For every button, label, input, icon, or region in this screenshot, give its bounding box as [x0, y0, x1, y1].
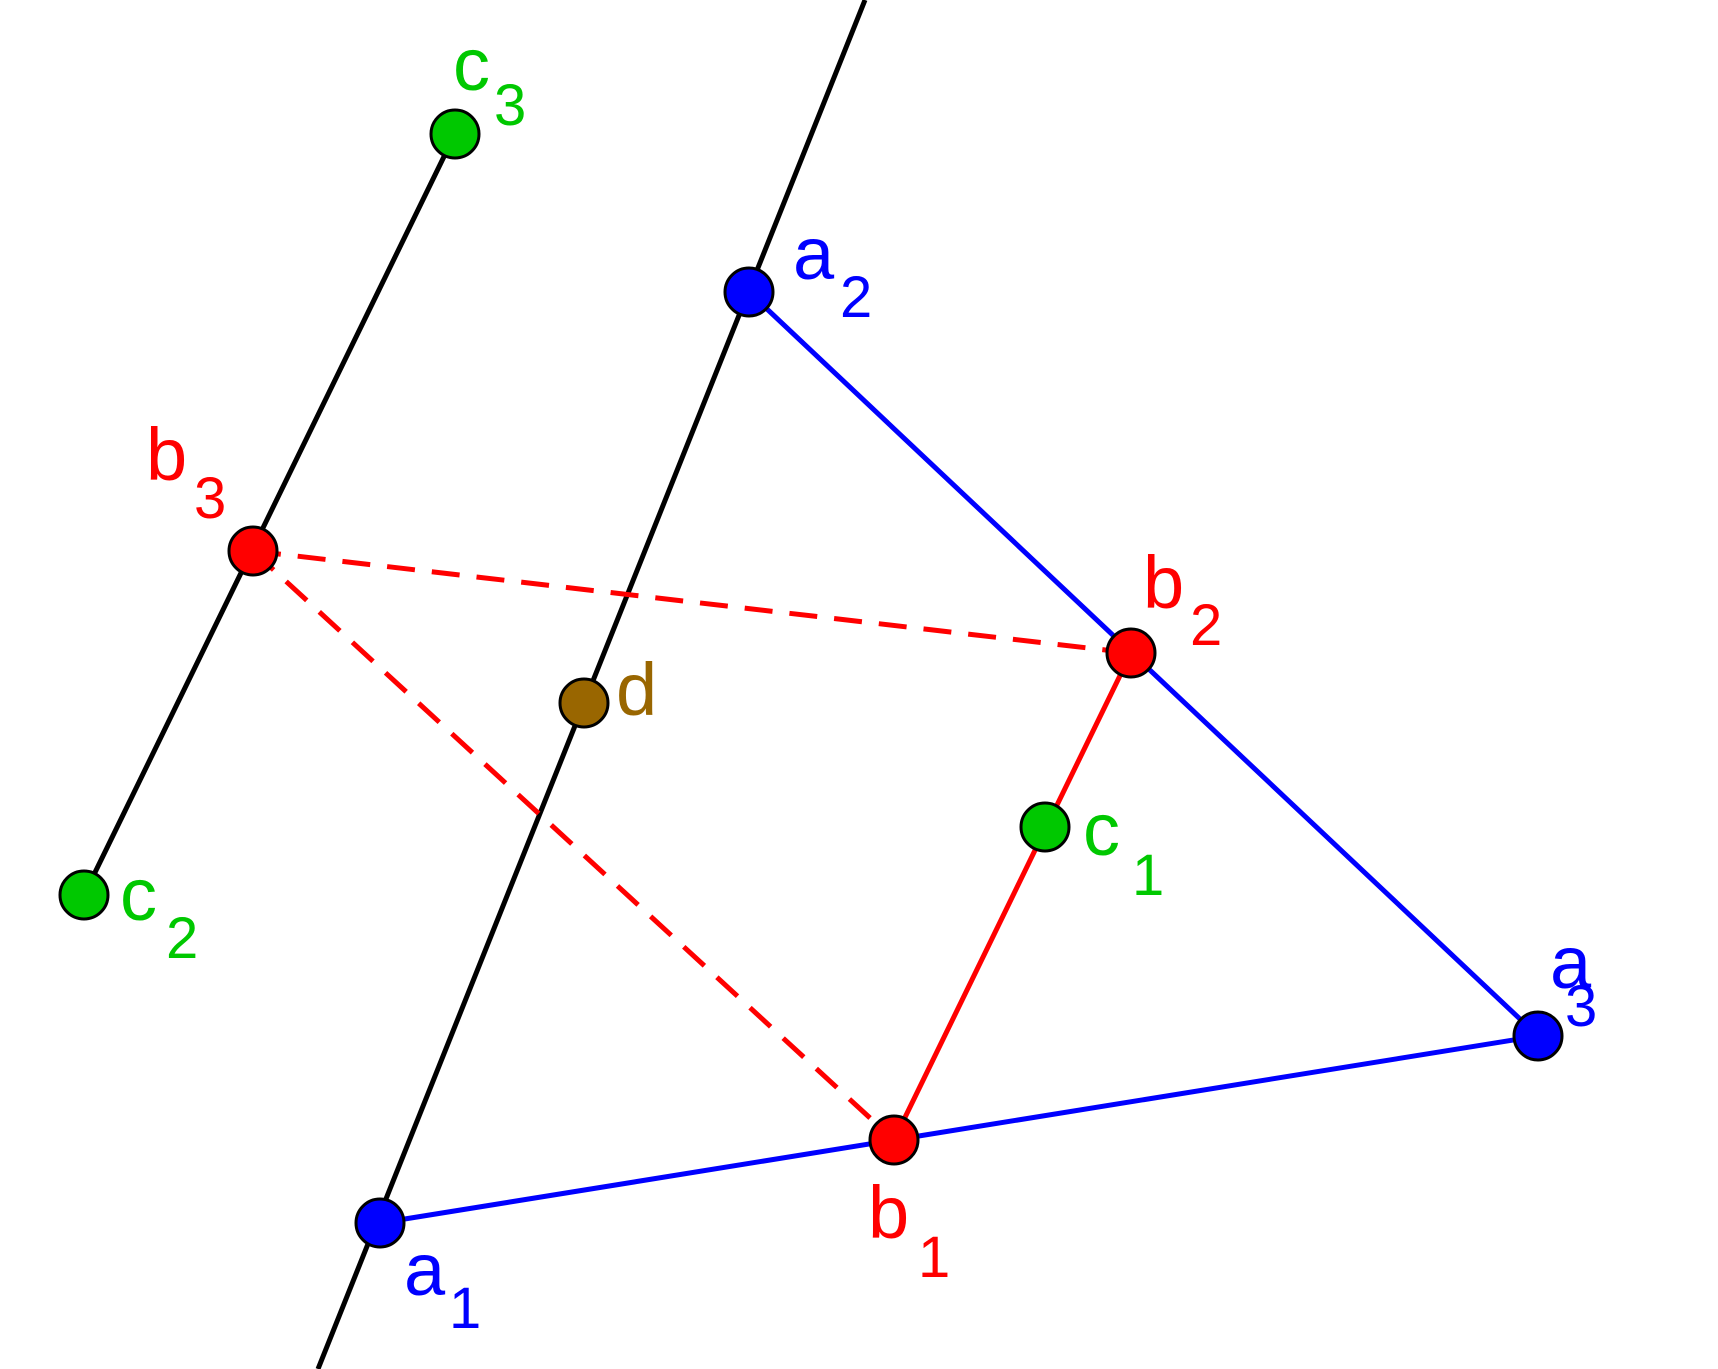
label-c1: c1 [1083, 788, 1164, 908]
label-a3: a3 [1550, 921, 1597, 1039]
label-a2-subscript: 2 [840, 265, 872, 330]
label-b2-subscript: 2 [1190, 593, 1222, 658]
point-a3[interactable] [1512, 1010, 1564, 1062]
point-d[interactable] [558, 677, 610, 729]
label-b1: b1 [868, 1171, 950, 1290]
label-a2: a2 [793, 212, 872, 330]
segments-layer [81, 0, 1540, 1369]
label-a1-subscript: 1 [449, 1276, 481, 1341]
label-c1-name: c [1083, 788, 1120, 871]
point-c2[interactable] [58, 869, 110, 921]
point-a1[interactable] [354, 1197, 406, 1249]
point-c1[interactable] [1019, 801, 1071, 853]
point-b2[interactable] [1105, 627, 1157, 679]
label-a2-name: a [793, 212, 835, 295]
label-a3-subscript: 3 [1565, 974, 1597, 1039]
label-a1-name: a [404, 1228, 446, 1311]
label-b3-subscript: 3 [194, 466, 226, 531]
label-c3-subscript: 3 [494, 73, 526, 138]
label-b1-subscript: 1 [918, 1225, 950, 1290]
point-a2[interactable] [723, 266, 775, 318]
label-b2-name: b [1143, 541, 1184, 624]
label-c3-name: c [453, 23, 490, 106]
point-b3[interactable] [227, 525, 279, 577]
label-d-name: d [616, 648, 657, 731]
label-c1-subscript: 1 [1132, 843, 1164, 908]
label-d: d [616, 648, 657, 731]
segment-a1-a3 [379, 1033, 1539, 1226]
points-layer [58, 108, 1564, 1249]
segment-c2-c3 [81, 132, 458, 897]
label-b3-name: b [146, 413, 187, 496]
label-c2: c2 [120, 853, 198, 971]
segment-b3-b2 [252, 548, 1132, 656]
label-b1-name: b [868, 1171, 909, 1254]
label-b2: b2 [1143, 541, 1222, 658]
segment-b3-b1 [251, 549, 896, 1142]
label-b3: b3 [146, 413, 226, 531]
label-c2-name: c [120, 853, 157, 936]
segment-b1-b2 [891, 651, 1134, 1142]
label-c2-subscript: 2 [166, 906, 198, 971]
point-b1[interactable] [868, 1114, 920, 1166]
point-c3[interactable] [429, 108, 481, 160]
label-a3-name: a [1550, 921, 1592, 1004]
